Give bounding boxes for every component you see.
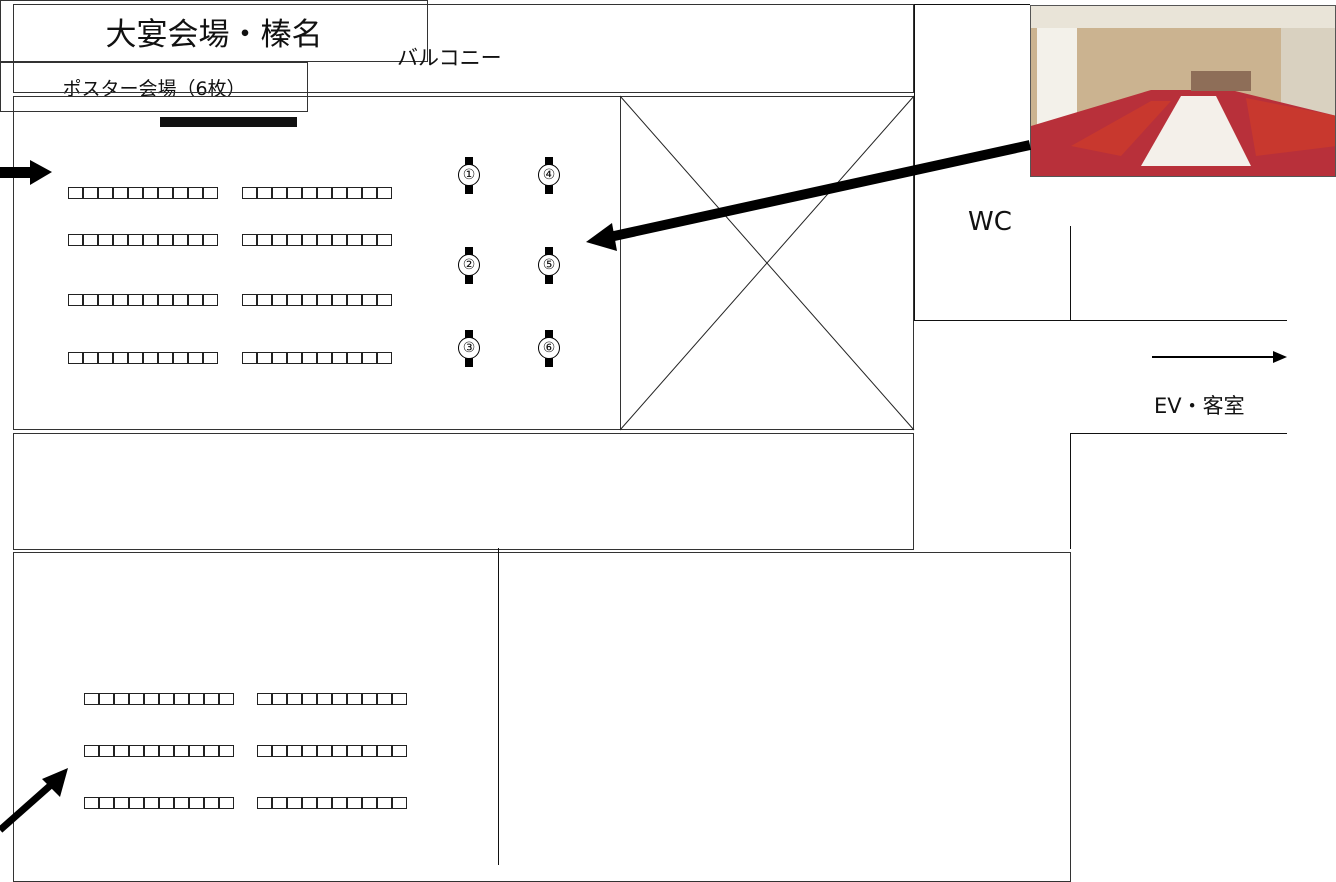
seat-row [68, 234, 218, 246]
seat-row [242, 352, 392, 364]
poster-board-2: ② [458, 247, 480, 284]
balcony-area [13, 4, 914, 93]
seat-row [68, 187, 218, 199]
closed-area [620, 96, 914, 430]
stage-bar [160, 117, 297, 127]
corridor-wall-vertical [1070, 226, 1071, 321]
banquet-entrance-arrow-icon [0, 768, 68, 833]
poster-board-4: ④ [538, 157, 560, 194]
seat-row [257, 745, 407, 757]
venue-photo-illustration [1031, 6, 1335, 176]
ev-arrow-icon [1152, 351, 1287, 363]
balcony-label: バルコニー [397, 46, 502, 70]
wc-wall-top [914, 4, 1030, 5]
seat-row [257, 797, 407, 809]
poster-venue-caption: ポスター会場（6枚） [0, 62, 308, 112]
seat-row [242, 294, 392, 306]
poster-board-5: ⑤ [538, 247, 560, 284]
corridor-wall-top [1070, 320, 1287, 321]
corridor-area [13, 433, 914, 550]
seat-row [68, 294, 218, 306]
poster-venue-photo [1030, 5, 1336, 177]
seat-row [84, 693, 234, 705]
photo-pointer-arrow-icon [586, 140, 1032, 251]
corridor-wall-lower-vertical [1070, 433, 1071, 549]
seat-row [84, 797, 234, 809]
wc-label: WC [968, 207, 1012, 237]
banquet-hall-label: 大宴会場・榛名 [105, 16, 323, 53]
entrance-arrow-icon [0, 160, 52, 185]
wc-wall-bottom [914, 320, 1070, 321]
poster-board-6: ⑥ [538, 330, 560, 367]
wc-wall-left [914, 4, 915, 321]
poster-board-3: ③ [458, 330, 480, 367]
poster-venue-caption-text: ポスター会場（6枚） [62, 77, 246, 100]
seat-row [242, 187, 392, 199]
banquet-hall-title: 大宴会場・榛名 [0, 0, 428, 62]
poster-board-1: ① [458, 157, 480, 194]
corridor-wall-lower [1070, 433, 1287, 434]
seat-row [68, 352, 218, 364]
banquet-partition [498, 548, 499, 865]
seat-row [257, 693, 407, 705]
ev-rooms-label: EV・客室 [1154, 394, 1245, 418]
closed-area-cross [619, 95, 915, 431]
seat-row [84, 745, 234, 757]
seat-row [242, 234, 392, 246]
